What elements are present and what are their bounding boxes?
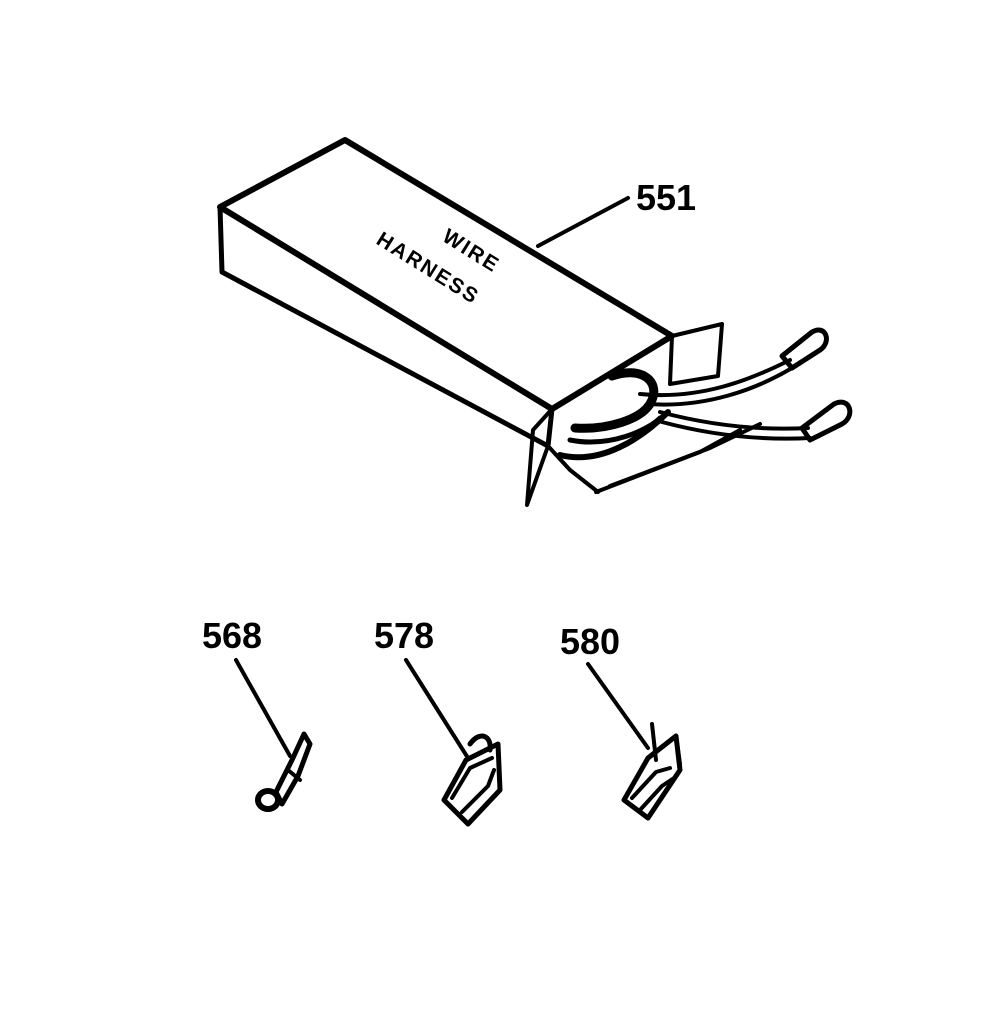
callout-label-part-a: 568 [202,615,262,656]
harness-wires [557,327,853,494]
wire-upper-a [638,358,792,398]
crimp-connector-part [441,733,503,827]
box-lid-flap [668,322,724,386]
ring-terminal-part [255,731,313,812]
wire-inner [567,415,663,445]
ring-terminal-lower [799,399,853,443]
callout-label-part-b: 578 [374,615,434,656]
wire-flat-b [608,422,762,488]
box-bottom-edge [546,444,600,494]
callout-leader-part-a [234,658,292,758]
callout-label-harness: 551 [636,177,696,218]
wire-lower-b [660,420,812,441]
wire-coil [570,368,659,433]
wire-lower-a [658,410,810,431]
callout-label-part-c: 580 [560,621,620,662]
ring-terminal-upper [779,327,829,371]
spade-connector-part [621,722,683,821]
wire-loop [557,409,671,461]
callout-leader-harness [536,196,630,248]
wire-upper-b [646,366,794,407]
callout-leader-part-b [404,658,470,760]
box-end-flap [525,407,554,507]
callout-leader-part-c [586,662,650,750]
